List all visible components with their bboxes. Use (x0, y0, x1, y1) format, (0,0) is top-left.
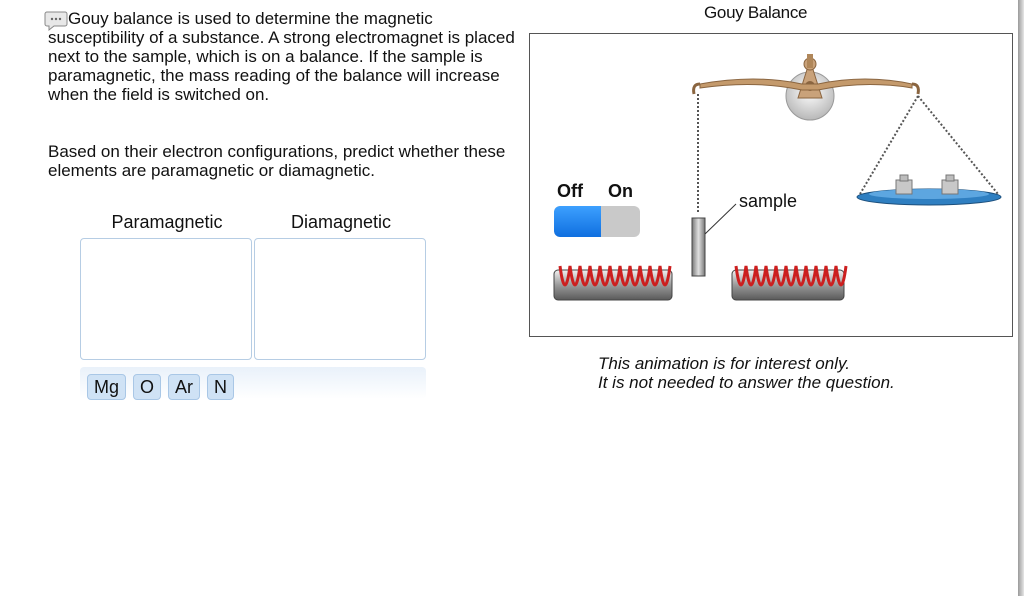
sample-tube (691, 217, 706, 277)
bin-label-diamagnetic: Diamagnetic (290, 212, 392, 232)
sample-label: sample (739, 191, 798, 211)
electromagnet-right (731, 265, 848, 301)
animation-title: Gouy Balance (704, 3, 808, 22)
question-text: Based on their electron configurations, … (48, 142, 506, 180)
balance-pan (856, 188, 1002, 206)
token-list: Mg O Ar N (87, 374, 235, 400)
scrollbar-edge[interactable] (1018, 0, 1024, 596)
comment-icon[interactable] (44, 10, 68, 32)
electromagnet-left (553, 265, 673, 301)
toggle-knob (554, 206, 601, 237)
diamagnetic-drop-zone[interactable] (254, 238, 426, 360)
toggle-off-label: Off (557, 181, 583, 201)
note-line-2: It is not needed to answer the question. (598, 373, 895, 392)
note-line-1: This animation is for interest only. (598, 354, 850, 373)
toggle-on-label: On (608, 181, 633, 201)
field-toggle-switch[interactable] (554, 206, 640, 237)
bin-label-paramagnetic: Paramagnetic (111, 212, 223, 232)
token-n[interactable]: N (207, 374, 235, 400)
weight-icon (895, 174, 959, 195)
token-ar[interactable]: Ar (168, 374, 201, 400)
intro-text: Gouy balance is used to determine the ma… (48, 9, 515, 104)
paramagnetic-drop-zone[interactable] (80, 238, 252, 360)
balance-beam (699, 78, 913, 91)
animation-panel (529, 33, 1013, 337)
token-mg[interactable]: Mg (87, 374, 127, 400)
gouy-balance-illustration (553, 54, 1002, 301)
animation-note: This animation is for interest only. It … (598, 354, 895, 392)
token-o[interactable]: O (133, 374, 162, 400)
